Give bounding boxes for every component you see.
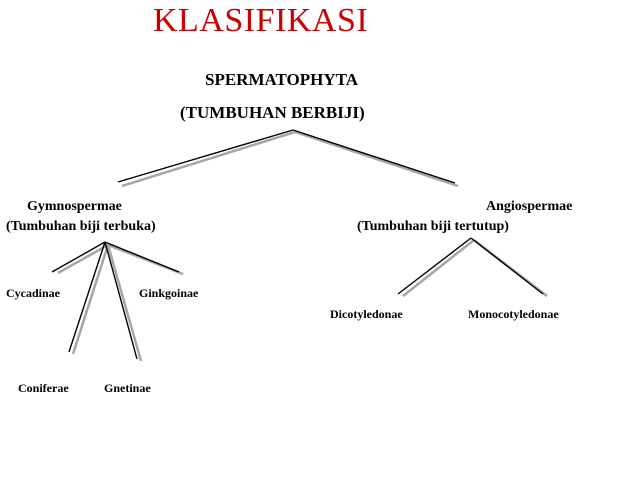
node-cycadinae: Cycadinae <box>6 286 60 300</box>
edge-gym-cycadinae <box>51 241 106 273</box>
edge-root-angiospermae <box>292 129 456 184</box>
node-coniferae: Coniferae <box>18 381 69 395</box>
gymnospermae-desc: (Tumbuhan biji terbuka) <box>6 219 156 234</box>
edge-gym-coniferae <box>68 241 106 353</box>
node-monocotyledonae: Monocotyledonae <box>468 307 559 321</box>
node-gnetinae: Gnetinae <box>104 381 151 395</box>
connector-shadows <box>57 130 548 362</box>
angiospermae-name: Angiospermae <box>486 199 573 214</box>
edge-ang-monocotyledonae <box>470 237 544 295</box>
edge-root-gymnospermae <box>117 129 294 183</box>
root-node-desc: (TUMBUHAN BERBIJI) <box>180 103 365 122</box>
root-node-name: SPERMATOPHYTA <box>205 70 359 89</box>
angiospermae-desc: (Tumbuhan biji tertutup) <box>357 219 509 234</box>
edge-ang-dicotyledonae <box>397 237 472 295</box>
node-dicotyledonae: Dicotyledonae <box>330 307 403 321</box>
edge-gym-ginkgoinae <box>104 241 180 273</box>
edge-gym-gnetinae <box>104 241 138 360</box>
connector-lines <box>51 129 544 360</box>
node-ginkgoinae: Ginkgoinae <box>139 286 199 300</box>
page-title: KLASIFIKASI <box>153 2 369 39</box>
gymnospermae-name: Gymnospermae <box>27 199 122 214</box>
